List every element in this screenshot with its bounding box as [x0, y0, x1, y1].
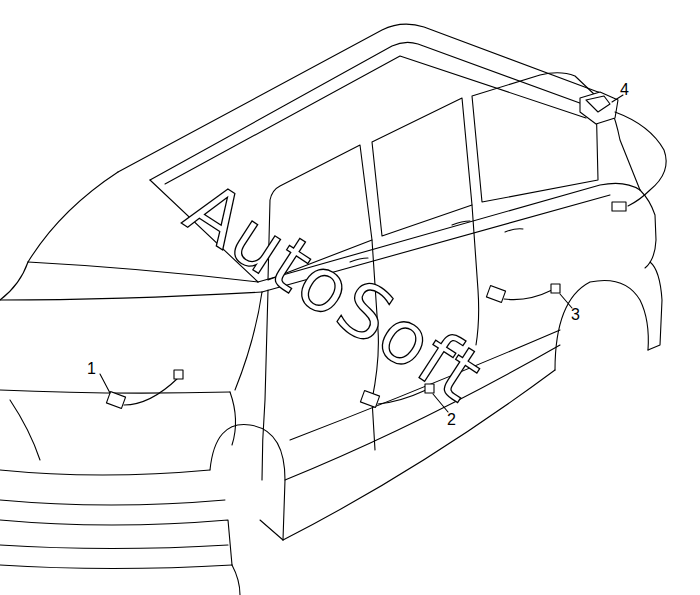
callout-number: 1: [87, 361, 96, 377]
callout-number: 2: [447, 412, 456, 428]
callout-number: 4: [620, 82, 629, 98]
watermark: AutoSoft: [175, 170, 495, 414]
callout-number: 3: [571, 307, 580, 323]
